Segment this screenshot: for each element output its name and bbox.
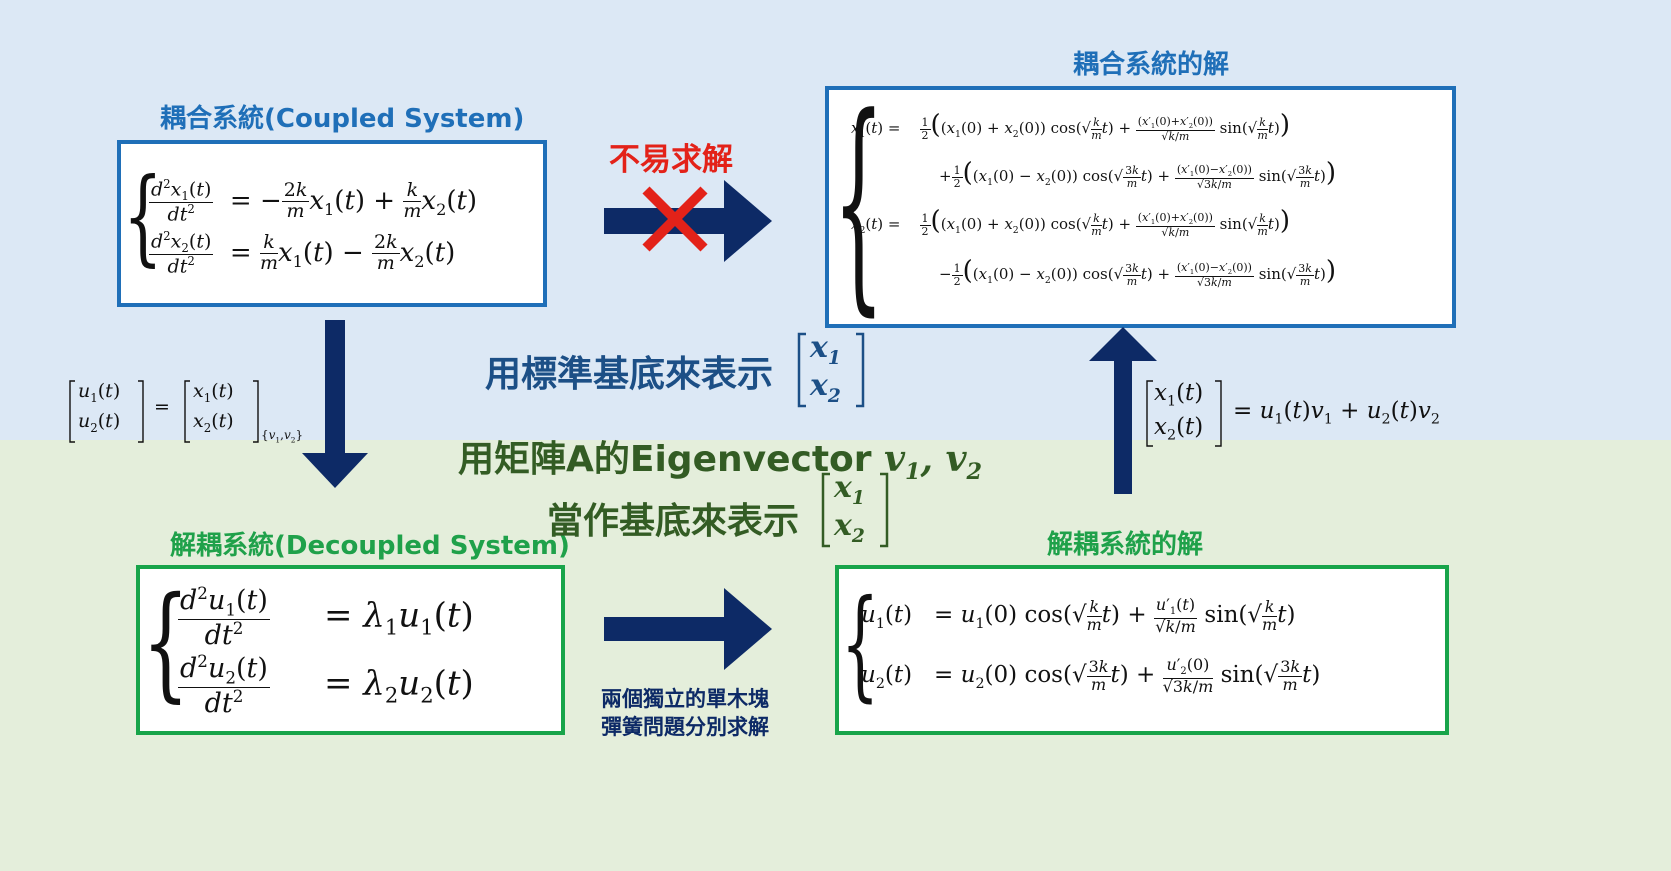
- bottom-right-arrow: [604, 588, 772, 670]
- left-brace: {: [123, 155, 163, 277]
- up-arrow: [1089, 327, 1157, 494]
- decoupled-system-label: 解耦系統(Decoupled System): [170, 531, 570, 561]
- eigenvector-basis-line-2: 當作基底來表示: [547, 501, 800, 542]
- two-problems-line-1: 兩個獨立的單木塊: [601, 687, 769, 711]
- coupled-system-label: 耦合系統(Coupled System): [160, 104, 525, 134]
- left-brace: {: [142, 571, 190, 715]
- left-brace: {: [833, 69, 885, 336]
- down-arrow: [302, 320, 368, 488]
- red-x-icon: [642, 186, 708, 252]
- decoupled-system-box: { d2u1(t)dt2 = λ1u1(t) d2u2(t)dt2 = λ2u2…: [136, 565, 565, 735]
- coupled-solution-label: 耦合系統的解: [1073, 50, 1230, 80]
- decoupled-equation-1: d2u1(t)dt2 = λ1u1(t): [178, 583, 474, 651]
- standard-basis-label: 用標準基底來表示: [485, 354, 774, 395]
- top-right-arrow: [604, 180, 772, 262]
- decoupled-solution-label: 解耦系統的解: [1047, 530, 1204, 560]
- two-problems-line-2: 彈簧問題分別求解: [601, 715, 769, 739]
- decoupled-equation-2: d2u2(t)dt2 = λ2u2(t): [178, 651, 474, 719]
- left-brace: {: [841, 575, 880, 714]
- eigenvector-basis-line-1: 用矩陣A的Eigenvector v1, v2: [458, 438, 983, 486]
- hard-to-solve-label: 不易求解: [609, 142, 733, 178]
